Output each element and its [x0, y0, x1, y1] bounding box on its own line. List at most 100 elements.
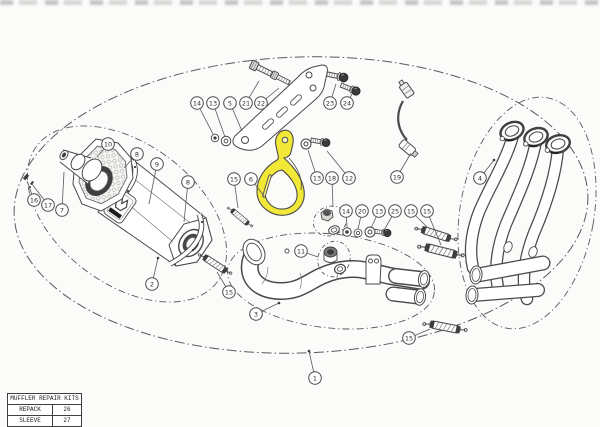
svg-text:14: 14 [342, 208, 350, 216]
highlighted-muffler-bracket [256, 129, 305, 216]
svg-text:19: 19 [393, 174, 401, 182]
svg-text:15: 15 [407, 208, 415, 216]
callout-20: 20 [355, 204, 369, 230]
callout-13: 13 [206, 96, 226, 138]
callout-circle [340, 96, 354, 110]
callout-15: 15 [402, 328, 431, 345]
svg-text:16: 16 [30, 197, 38, 205]
callout-11: 11 [294, 244, 319, 258]
kit-label: REPACK [8, 405, 53, 415]
svg-text:24: 24 [343, 100, 351, 108]
callout-circle [181, 175, 195, 189]
svg-text:15: 15 [230, 176, 238, 184]
svg-text:10: 10 [104, 141, 112, 149]
svg-text:14: 14 [193, 100, 201, 108]
svg-text:13: 13 [375, 208, 383, 216]
callout-15: 15 [404, 204, 428, 228]
callout-8: 8 [181, 175, 195, 223]
svg-text:13: 13 [209, 100, 217, 108]
callout-circle [310, 171, 324, 185]
callout-3: 3 [249, 301, 281, 321]
svg-text:15: 15 [225, 289, 233, 297]
callout-circle [190, 96, 204, 110]
callout-circle [342, 171, 356, 185]
header-flange [544, 133, 571, 155]
callout-circle [388, 204, 402, 218]
kits-table-row: REPACK 26 [8, 405, 81, 415]
callout-circle [339, 204, 353, 218]
callout-circle [355, 204, 369, 218]
svg-text:5: 5 [228, 100, 232, 108]
callout-circle [223, 96, 237, 110]
callout-15: 15 [420, 204, 442, 246]
callout-7: 7 [55, 171, 69, 217]
tailpipe-cone [59, 149, 103, 185]
muffler-repair-kits-table: MUFFLER REPAIR KITS REPACK 26 SLEEVE 27 [7, 393, 82, 427]
callout-15: 15 [227, 172, 241, 209]
callout-25: 25 [382, 204, 402, 233]
svg-text:7: 7 [60, 207, 64, 215]
callout-13: 13 [370, 204, 386, 229]
callout-10: 10 [96, 137, 115, 158]
svg-text:25: 25 [391, 208, 399, 216]
callout-12: 12 [326, 150, 356, 185]
svg-text:15: 15 [423, 208, 431, 216]
callout-18: 18 [325, 171, 339, 208]
callout-19: 19 [390, 152, 412, 184]
svg-text:17: 17 [44, 202, 52, 210]
callout-circle [402, 331, 416, 345]
svg-text:4: 4 [478, 175, 482, 183]
kit-part-number: 27 [63, 417, 71, 424]
kit-part-number: 26 [63, 406, 71, 413]
callout-1: 1 [307, 349, 322, 385]
callout-circle [55, 203, 69, 217]
callout-5: 5 [223, 96, 243, 132]
svg-text:9: 9 [155, 161, 159, 169]
svg-text:20: 20 [358, 208, 366, 216]
callout-16: 16 [26, 180, 41, 207]
callout-circle [390, 170, 404, 184]
callout-9: 9 [148, 157, 164, 205]
header-pipes-assembly [457, 96, 597, 330]
muffler-assembly [22, 125, 228, 303]
svg-text:8: 8 [135, 151, 139, 159]
callout-14: 14 [190, 96, 214, 135]
svg-text:12: 12 [345, 175, 353, 183]
callout-circle [206, 96, 220, 110]
header-flange [499, 120, 525, 142]
callout-6: 6 [244, 172, 265, 197]
callout-circle [145, 277, 159, 291]
callout-14: 14 [339, 204, 353, 228]
callout-23: 23 [323, 83, 337, 110]
svg-text:8: 8 [186, 179, 190, 187]
callout-15: 15 [216, 271, 236, 299]
callout-circle [130, 147, 144, 161]
svg-text:23: 23 [326, 100, 334, 108]
pipe-outlet-stubs [385, 268, 431, 306]
callout-17: 17 [31, 183, 55, 212]
hanger-bracket [232, 64, 328, 151]
kits-table-row: SLEEVE 27 [8, 415, 81, 426]
callout-circle [323, 96, 337, 110]
svg-text:2: 2 [150, 281, 154, 289]
callout-circle [41, 198, 55, 212]
brand-wordmark-bar [108, 207, 123, 219]
svg-text:21: 21 [242, 100, 250, 108]
callout-circle [150, 157, 164, 171]
callout-circle [420, 204, 434, 218]
kits-table-title: MUFFLER REPAIR KITS [8, 394, 81, 405]
svg-text:11: 11 [297, 248, 305, 256]
callout-8: 8 [123, 147, 144, 169]
svg-text:18: 18 [328, 175, 336, 183]
callout-circle [101, 137, 115, 151]
svg-text:15: 15 [405, 335, 413, 343]
header-flange [523, 126, 549, 148]
callout-circle [473, 171, 487, 185]
kit-boundary [13, 56, 589, 354]
muffler-band-rear [168, 212, 205, 267]
callout-circle [404, 204, 418, 218]
sensor-cable [397, 79, 419, 158]
